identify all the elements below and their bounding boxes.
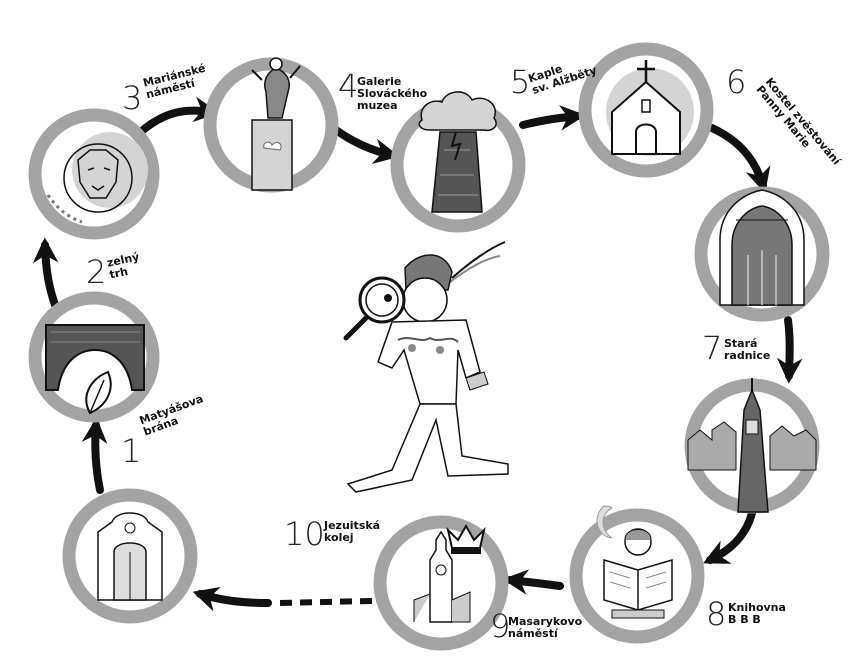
stop-8-label-line2: B B B [728, 613, 761, 626]
stop-10-circle[interactable] [62, 488, 198, 624]
arrow-3-to-4 [139, 96, 220, 134]
arrow-7-to-8 [776, 316, 803, 384]
stop-1-number: 1 [121, 432, 142, 470]
stop-7-label-line1: Stará [724, 337, 758, 350]
stop-4-label: Galerie Slováckého muzea [357, 76, 427, 112]
stop-5-circle[interactable] [578, 42, 714, 178]
stop-9-circle[interactable] [373, 515, 509, 651]
town-hall-tower-icon [687, 378, 817, 513]
stop-7-label: Stará radnice [724, 338, 770, 362]
reading-girl-icon [603, 528, 673, 619]
boy-with-magnifier-icon [343, 241, 509, 493]
tower-cloud-icon [418, 91, 497, 213]
stop-7-circle[interactable] [684, 378, 820, 514]
arrow-1-to-2 [81, 417, 108, 494]
stop-8-label-line1: Knihovna [728, 601, 786, 614]
stop-5-number: 5 [510, 63, 531, 101]
stop-4-label-line3: muzea [357, 99, 398, 112]
stop-9-label-line1: Masarykovo [508, 615, 583, 628]
stop-4-number: 4 [338, 67, 359, 105]
stop-8-label: Knihovna B B B [728, 602, 786, 626]
stop-4-circle[interactable] [390, 91, 526, 233]
route-arrows [32, 96, 803, 612]
stop-4-label-line1: Galerie [357, 75, 402, 88]
stop-9-label: Masarykovo náměstí [508, 616, 582, 640]
stop-9-label-line2: náměstí [508, 627, 558, 640]
arrow-8-to-9 [703, 509, 756, 564]
stop-2-number: 2 [86, 253, 107, 291]
arrow-2-to-3 [32, 237, 59, 309]
stop-10-number: 10 [284, 515, 325, 553]
stop-2-circle[interactable] [28, 108, 160, 240]
stop-10-label-line2: kolej [324, 531, 354, 544]
clock-tower-icon [413, 530, 471, 623]
stop-6-circle[interactable] [694, 186, 830, 322]
stop-3-number: 3 [122, 79, 143, 117]
lion-icon [46, 132, 148, 224]
arrow-5-to-6 [519, 105, 586, 131]
arrow-6-to-7 [708, 124, 771, 194]
stop-4-label-line2: Slováckého [357, 87, 428, 100]
arrow-10-to-1-solid [192, 586, 272, 612]
statue-column-icon [251, 57, 301, 191]
stop-3-circle[interactable] [203, 57, 339, 193]
stop-6-number: 6 [726, 63, 747, 101]
crescent-moon-icon [596, 505, 613, 539]
stop-10-label-line1: Jezuitská [324, 519, 381, 532]
church-portal-icon [719, 189, 805, 306]
crown-icon [446, 523, 486, 554]
stop-9-number: 9 [490, 607, 511, 645]
stop-8-circle[interactable] [569, 508, 705, 644]
arch-gate-icon [45, 324, 145, 415]
chapel-icon [606, 60, 694, 156]
baroque-portal-icon [97, 512, 163, 601]
stop-1-circle[interactable] [28, 291, 160, 423]
stop-7-label-line2: radnice [724, 349, 771, 362]
stop-10-label: Jezuitská kolej [324, 520, 380, 544]
dashed-connector [277, 598, 373, 606]
stop-7-number: 7 [702, 329, 723, 367]
arrow-9-to-10-solid [502, 569, 564, 595]
arrow-4-to-5 [332, 126, 400, 164]
stop-8-number: 8 [706, 595, 727, 633]
